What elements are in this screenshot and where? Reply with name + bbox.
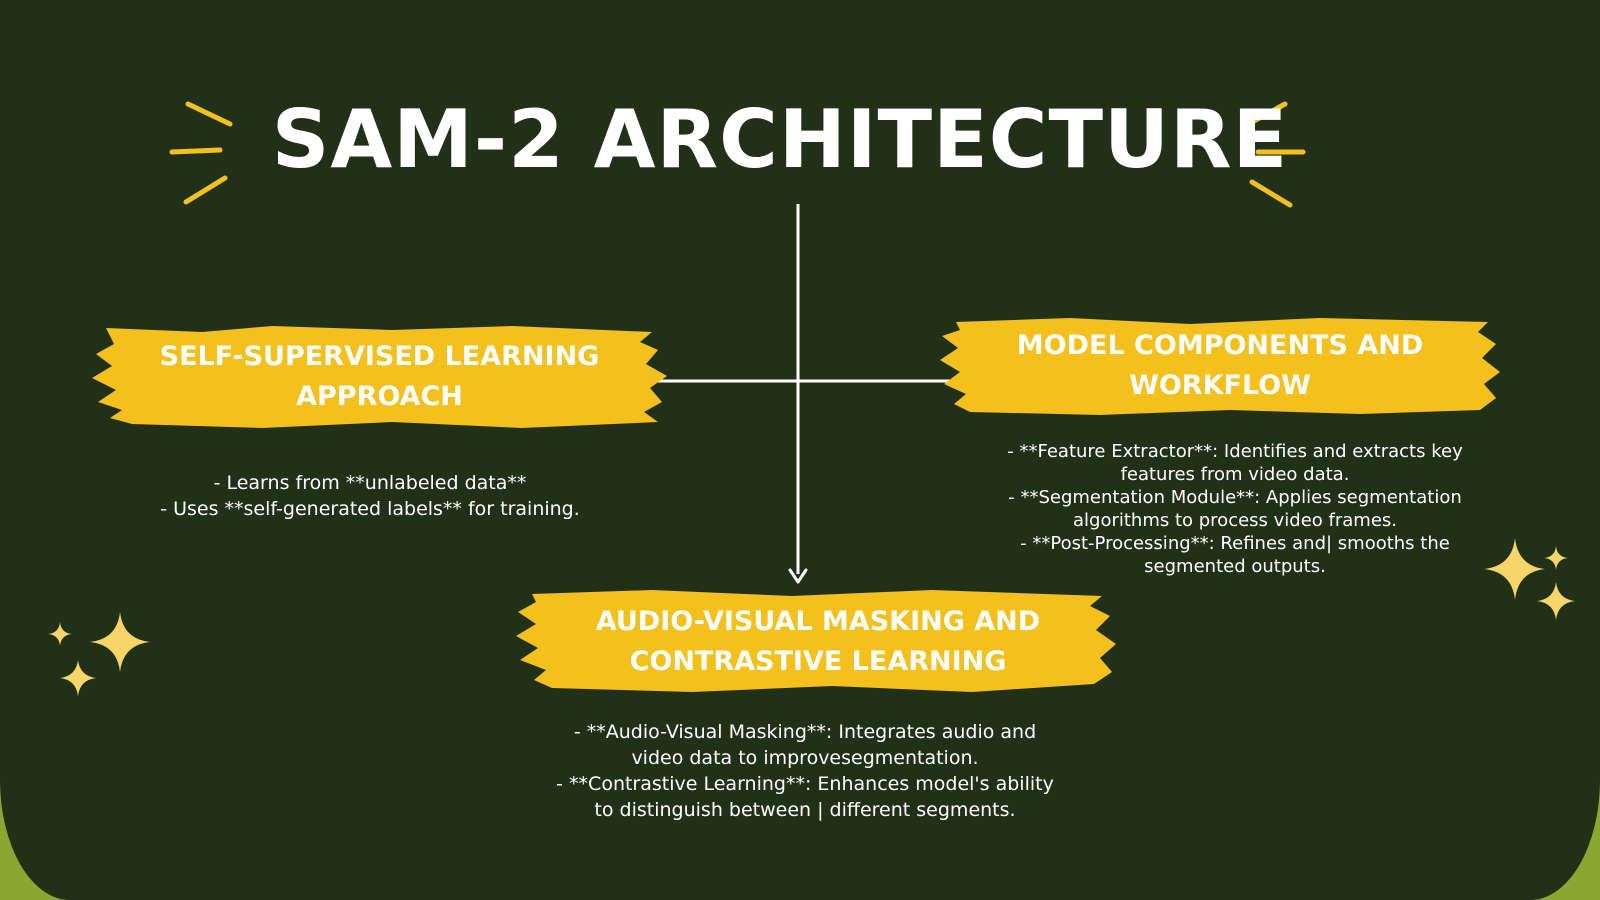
description-line: video data to improvesegmentation. <box>631 747 979 769</box>
heading-line-2: WORKFLOW <box>1129 370 1311 401</box>
page-title: SAM-2 ARCHITECTURE <box>271 93 1289 186</box>
description-line: - Learns from **unlabeled data** <box>213 472 527 494</box>
node-heading-left: SELF-SUPERVISED LEARNING APPROACH <box>92 324 667 430</box>
brush-stroke-shape <box>92 326 667 428</box>
description-line: - **Feature Extractor**: Identifies and … <box>1007 441 1463 462</box>
node-heading-text: MODEL COMPONENTS AND WORKFLOW <box>940 316 1500 416</box>
sparkle-icon-right <box>1484 538 1575 620</box>
description-line: segmented outputs. <box>1144 556 1326 577</box>
brush-stroke-shape <box>940 318 1500 415</box>
node-description-right: - **Feature Extractor**: Identifies and … <box>990 440 1480 578</box>
description-line: - **Segmentation Module**: Applies segme… <box>1008 487 1462 508</box>
description-line: algorithms to process video frames. <box>1072 510 1398 531</box>
description-line: - **Contrastive Learning**: Enhances mod… <box>556 773 1054 795</box>
node-heading-bottom: AUDIO-VISUAL MASKING AND CONTRASTIVE LEA… <box>512 588 1124 696</box>
heading-line-2: APPROACH <box>296 381 463 412</box>
heading-line-1: MODEL COMPONENTS AND <box>1016 330 1424 361</box>
heading-line-2: CONTRASTIVE LEARNING <box>629 646 1007 677</box>
heading-line-1: SELF-SUPERVISED LEARNING <box>159 341 600 372</box>
description-line: features from video data. <box>1120 464 1350 485</box>
brush-stroke-shape <box>516 590 1116 692</box>
description-line: - Uses **self-generated labels** for tra… <box>160 498 580 520</box>
node-description-left: - Learns from **unlabeled data** - Uses … <box>120 470 620 522</box>
description-line: - **Audio-Visual Masking**: Integrates a… <box>573 721 1037 743</box>
description-line: to distinguish between | different segme… <box>594 799 1016 821</box>
node-heading-right: MODEL COMPONENTS AND WORKFLOW <box>940 316 1500 416</box>
node-description-bottom: - **Audio-Visual Masking**: Integrates a… <box>520 719 1090 823</box>
node-heading-text: SELF-SUPERVISED LEARNING APPROACH <box>92 324 667 430</box>
description-line: - **Post-Processing**: Refines and| smoo… <box>1020 533 1450 554</box>
node-heading-text: AUDIO-VISUAL MASKING AND CONTRASTIVE LEA… <box>512 588 1124 696</box>
sparkle-icon-left <box>48 612 150 696</box>
heading-line-1: AUDIO-VISUAL MASKING AND <box>595 606 1041 637</box>
